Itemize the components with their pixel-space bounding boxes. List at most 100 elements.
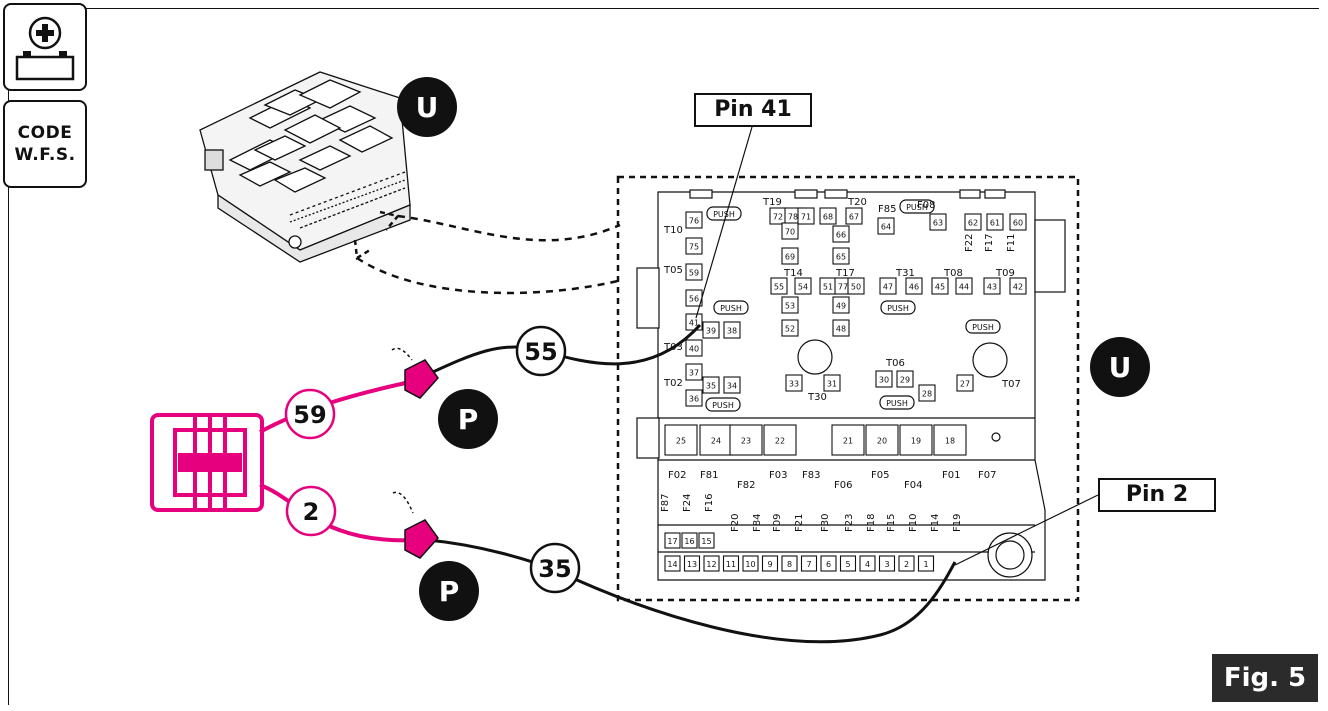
badge-p-upper: P <box>438 389 498 449</box>
leader-line-lower <box>356 256 623 295</box>
row_mid-53: 53 <box>781 296 799 314</box>
row_mid-42: 42 <box>1009 277 1027 295</box>
tag-f81: F81 <box>700 470 718 481</box>
wire-label-55: 55 <box>515 325 567 377</box>
tag-t10: T10 <box>663 225 683 236</box>
row_mid-55: 55 <box>770 277 788 295</box>
tag-t09: T09 <box>995 268 1015 279</box>
tag-t05: T05 <box>663 265 683 276</box>
svg-text:35: 35 <box>538 555 571 583</box>
tag-t06: T06 <box>885 358 905 369</box>
row_top-72: 72 <box>769 207 787 225</box>
tag-f03: F03 <box>769 470 787 481</box>
svg-text:PUSH: PUSH <box>972 323 994 332</box>
svg-text:56: 56 <box>689 295 699 304</box>
push-tabs: PUSH PUSH PUSH PUSH PUSH PUSH PUSH <box>705 199 1001 412</box>
svg-text:64: 64 <box>881 223 891 232</box>
sockets-30: 30 <box>875 370 893 388</box>
svg-text:72: 72 <box>773 213 783 222</box>
tag-f87: F87 <box>660 494 671 512</box>
row_top-61: 61 <box>986 213 1004 231</box>
relays-21: 21 <box>831 424 865 456</box>
tag-f23: F23 <box>844 514 855 532</box>
row_top-66: 66 <box>832 225 850 243</box>
bottom_fuses-6: 6 <box>820 555 837 572</box>
svg-text:25: 25 <box>676 437 686 446</box>
svg-text:3: 3 <box>884 560 889 569</box>
svg-text:45: 45 <box>935 283 945 292</box>
battery-plus-icon-box <box>3 3 87 91</box>
row_top-60: 60 <box>1009 213 1027 231</box>
tag-f83: F83 <box>802 470 820 481</box>
svg-text:52: 52 <box>785 325 795 334</box>
sockets-29: 29 <box>896 370 914 388</box>
svg-text:59: 59 <box>293 401 326 429</box>
tag-t19: T19 <box>762 197 782 208</box>
tag-f18: F18 <box>866 514 877 532</box>
tag-f11: F11 <box>1006 234 1017 252</box>
row_top-65: 65 <box>832 247 850 265</box>
pin-2-label: Pin 2 <box>1098 478 1216 512</box>
bottom_fuses-15: 15 <box>698 532 715 549</box>
tag-t31: T31 <box>895 268 915 279</box>
relays-19: 19 <box>899 424 933 456</box>
tag-f15: F15 <box>886 514 897 532</box>
tag-t30: T30 <box>807 392 827 403</box>
row_top-70: 70 <box>781 222 799 240</box>
tag-f22: F22 <box>964 234 975 252</box>
svg-text:5: 5 <box>845 560 850 569</box>
svg-text:23: 23 <box>741 437 751 446</box>
badge-p-lower: P <box>419 561 479 621</box>
svg-text:37: 37 <box>689 369 699 378</box>
row_top-36: 36 <box>685 389 703 407</box>
bottom_fuses-17: 17 <box>664 532 681 549</box>
row_mid-43: 43 <box>983 277 1001 295</box>
row_top-38: 38 <box>723 321 741 339</box>
tag-t07: T07 <box>1001 379 1021 390</box>
tag-f02: F02 <box>668 470 686 481</box>
row_top-68: 68 <box>819 207 837 225</box>
svg-text:36: 36 <box>689 395 699 404</box>
row_mid-48: 48 <box>832 319 850 337</box>
bottom_fuses-1: 1 <box>917 555 935 572</box>
tag-f82: F82 <box>737 480 755 491</box>
tag-f14: F14 <box>930 514 941 532</box>
svg-text:67: 67 <box>849 213 859 222</box>
sockets-31: 31 <box>823 374 841 392</box>
row_top-37: 37 <box>685 363 703 381</box>
svg-text:2: 2 <box>904 560 909 569</box>
tag-f05: F05 <box>871 470 889 481</box>
tag-f17: F17 <box>984 234 995 252</box>
svg-text:62: 62 <box>968 219 978 228</box>
svg-text:47: 47 <box>883 283 893 292</box>
bottom_fuses-10: 10 <box>742 555 759 572</box>
bottom_fuses-5: 5 <box>839 555 857 572</box>
relays-18: 18 <box>933 424 967 456</box>
svg-text:19: 19 <box>911 437 921 446</box>
svg-text:78: 78 <box>788 213 798 222</box>
tag-f30: F30 <box>820 514 831 532</box>
svg-text:17: 17 <box>667 537 677 546</box>
svg-text:77: 77 <box>838 283 848 292</box>
svg-text:6: 6 <box>826 560 831 569</box>
sockets-27: 27 <box>956 374 974 392</box>
svg-text:PUSH: PUSH <box>886 399 908 408</box>
svg-text:66: 66 <box>836 231 846 240</box>
svg-text:38: 38 <box>727 327 737 336</box>
svg-text:75: 75 <box>689 243 699 252</box>
tag-f06: F06 <box>834 480 852 491</box>
bottom_fuses-3: 3 <box>878 555 896 572</box>
svg-text:U: U <box>416 91 439 124</box>
svg-text:24: 24 <box>711 437 721 446</box>
svg-text:10: 10 <box>745 560 755 569</box>
svg-text:22: 22 <box>775 437 785 446</box>
row_top-34: 34 <box>723 376 741 394</box>
tag-f04: F04 <box>904 480 922 491</box>
tag-f20: F20 <box>730 514 741 532</box>
row_mid-46: 46 <box>905 277 923 295</box>
bottom_fuses-13: 13 <box>683 555 701 572</box>
row_top-40: 40 <box>685 339 703 357</box>
svg-text:U: U <box>1109 351 1132 384</box>
figure-frame <box>8 8 1319 705</box>
svg-text:20: 20 <box>877 437 887 446</box>
